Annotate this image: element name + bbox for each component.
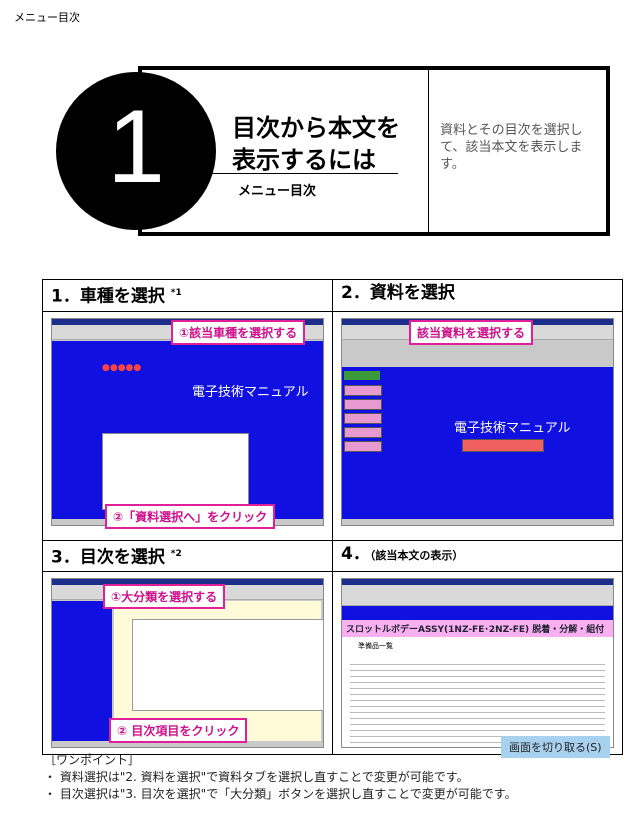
screen-title: 電子技術マニュアル (192, 384, 309, 400)
callout: ②「資料選択へ」をクリック (105, 503, 276, 529)
step-3-screenshot: ①大分類を選択する ② 目次項目をクリック (42, 571, 333, 756)
breadcrumb: メニュー目次 (14, 11, 80, 24)
step-3-header: 3．目次を選択 *2 (42, 539, 333, 573)
steps-table: 1．車種を選択 *1 2．資料を選択 ●●●●● 電子技術マニュアル ①該当車種… (42, 279, 623, 756)
description: 資料とその目次を選択して、該当本文を表示します。 (440, 123, 583, 172)
one-point: ［ワンポイント］ ・ 資料選択は"2. 資料を選択"で資料タブを選択し直すことで… (44, 752, 517, 803)
step-title-suffix: （該当本文の表示） (369, 548, 464, 562)
one-point-text: 資料選択は"2. 資料を選択"で資料タブを選択し直すことで変更が可能です。 (59, 770, 469, 784)
step-title: 4． (341, 543, 370, 564)
document-title: スロットルボデーASSY(1NZ-FE･2NZ-FE) 脱着・分解・組付 (342, 620, 613, 638)
title-line-1: 目次から本文を (232, 114, 400, 142)
step-note: *1 (170, 288, 182, 298)
step-1-screenshot: ●●●●● 電子技術マニュアル ①該当車種を選択する ②「資料選択へ」をクリック (42, 310, 333, 541)
callout: ② 目次項目をクリック (109, 718, 248, 744)
section-number: 1 (107, 89, 165, 205)
one-point-heading: ［ワンポイント］ (44, 753, 141, 767)
title-underline (212, 173, 398, 174)
page-title: 目次から本文を表示するには (232, 112, 400, 176)
callout: 該当資料を選択する (409, 319, 534, 345)
title-line-2: 表示するには (232, 146, 376, 174)
step-4-screenshot: スロットルボデーASSY(1NZ-FE･2NZ-FE) 脱着・分解・組付 準備品… (332, 571, 623, 756)
callout: ①大分類を選択する (103, 584, 226, 610)
divider (428, 70, 429, 232)
page-subtitle: メニュー目次 (238, 184, 317, 199)
step-note: *2 (170, 548, 182, 559)
step-title: 1．車種を選択 (51, 286, 165, 307)
step-title: 2．資料を選択 (341, 283, 455, 303)
document-subtitle: 準備品一覧 (358, 642, 393, 651)
step-2-screenshot: 電子技術マニュアル 該当資料を選択する (332, 310, 623, 541)
step-2-header: 2．資料を選択 (332, 279, 623, 312)
snip-tooltip[interactable]: 画面を切り取る(S) (501, 736, 610, 758)
screen-title: 電子技術マニュアル (454, 420, 571, 436)
step-title: 3．目次を選択 (51, 547, 165, 568)
number-circle (56, 72, 216, 230)
callout: ①該当車種を選択する (171, 319, 306, 345)
one-point-item: ・ 目次選択は"3. 目次を選択"で「大分類」ボタンを選択し直すことで変更が可能… (44, 787, 517, 801)
one-point-item: ・ 資料選択は"2. 資料を選択"で資料タブを選択し直すことで変更が可能です。 (44, 770, 469, 784)
one-point-text: 目次選択は"3. 目次を選択"で「大分類」ボタンを選択し直すことで変更が可能です… (59, 787, 517, 801)
step-4-header: 4．（該当本文の表示） (332, 539, 623, 573)
step-1-header: 1．車種を選択 *1 (42, 279, 333, 312)
